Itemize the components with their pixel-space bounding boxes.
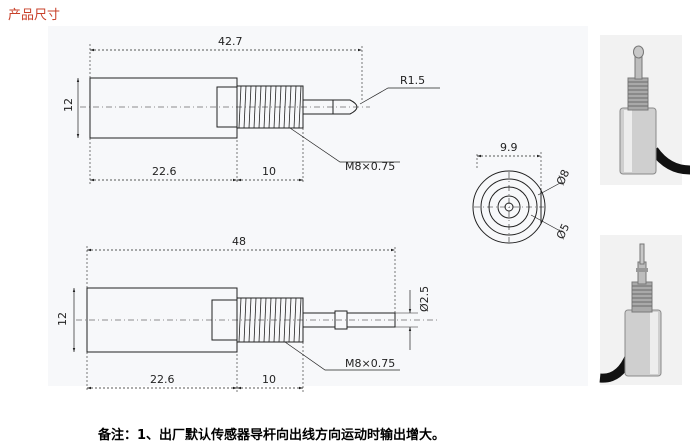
dim-body-length-top: 22.6: [152, 165, 177, 178]
footnote: 备注：1、出厂默认传感器导杆向出线方向运动时输出增大。: [98, 428, 446, 443]
dim-diameter-large: Ø8: [554, 168, 572, 188]
dim-end-view-width: 9.9: [500, 141, 518, 154]
sensor-body-long: [86, 287, 238, 353]
thread-spec-top: M8×0.75: [345, 160, 395, 173]
dim-thread-length-top: 10: [262, 165, 276, 178]
tip-radius: R1.5: [400, 74, 425, 87]
dim-body-height-bottom: 12: [56, 312, 69, 326]
end-view-outer-circle: [472, 170, 546, 244]
thread-lines: [238, 85, 302, 129]
dim-diameter-small: Ø5: [554, 222, 572, 242]
sensor-photo-short: [600, 35, 691, 185]
sensor-body: [89, 77, 238, 139]
end-view-drawing: [472, 152, 563, 244]
bottom-drawing-labels: 48 12 22.6 10 M8×0.75 Ø2.5: [56, 235, 431, 386]
dim-rod-diameter: Ø2.5: [418, 286, 431, 312]
probe-rod-long: [346, 312, 396, 328]
top-sensor-drawing: [76, 44, 440, 184]
dim-body-length-bottom: 22.6: [150, 373, 175, 386]
probe-tip: [332, 99, 358, 115]
end-view-labels: 9.9 Ø8 Ø5: [500, 141, 572, 241]
thread-spec-bottom: M8×0.75: [345, 357, 395, 370]
bottom-sensor-drawing: [72, 246, 440, 392]
dim-overall-length-top: 42.7: [218, 35, 243, 48]
dim-thread-length-bottom: 10: [262, 373, 276, 386]
dim-body-height-top: 12: [62, 98, 75, 112]
dim-overall-length-bottom: 48: [232, 235, 246, 248]
page-title: 产品尺寸: [8, 8, 61, 23]
sensor-photo-long: [599, 235, 682, 385]
top-drawing-labels: 42.7 12 22.6 10 M8×0.75 R1.5: [62, 35, 425, 178]
